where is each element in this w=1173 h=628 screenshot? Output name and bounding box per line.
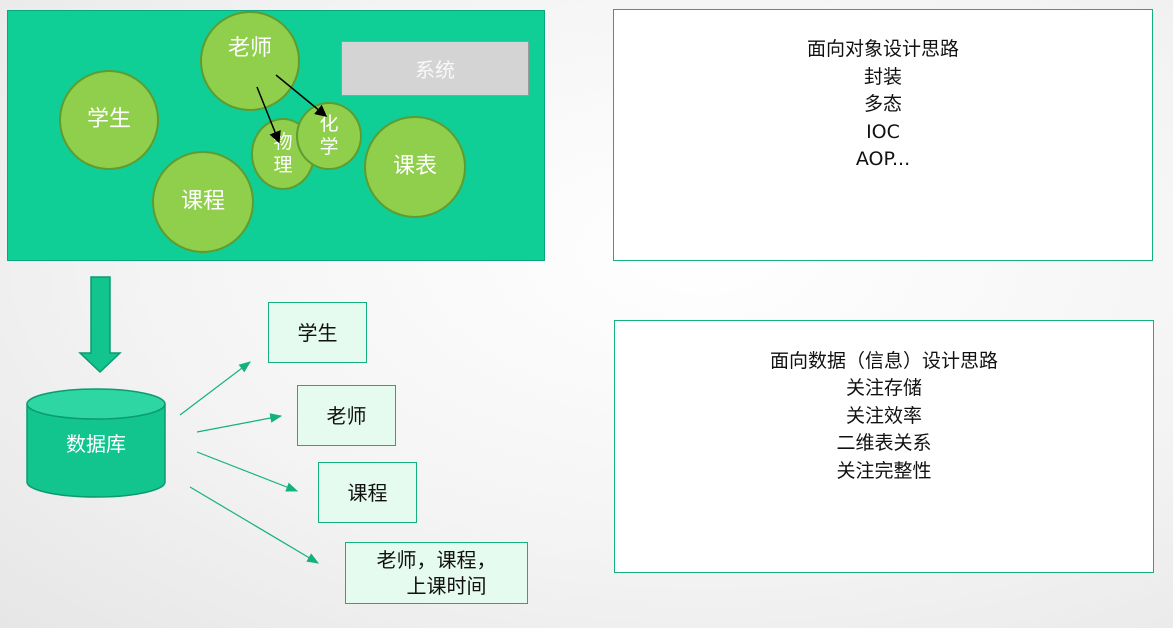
- oo-line-encapsulation: 封装: [863, 65, 902, 88]
- database-cylinder: [26, 388, 166, 498]
- data-oriented-design-box: 面向数据（信息）设计思路 关注存储 关注效率 二维表关系 关注完整性: [614, 320, 1154, 573]
- teacher-relation-arrows: [256, 74, 328, 144]
- data-line-integrity: 关注完整性: [836, 459, 932, 482]
- arrow-teacher-to-physics: [256, 86, 281, 144]
- oo-line-polymorphism: 多态: [863, 93, 902, 116]
- table-schedule-line1: 老师，课程，: [376, 548, 497, 572]
- oo-line-title: 面向对象设计思路: [806, 38, 959, 61]
- database-label: 数据库: [66, 431, 126, 456]
- bubble-teacher: 老师: [200, 11, 300, 111]
- data-line-efficiency: 关注效率: [845, 404, 922, 427]
- object-oriented-design-box: 面向对象设计思路 封装 多态 IOC AOP...: [613, 9, 1153, 261]
- bubble-course: 课程: [152, 151, 254, 253]
- table-teacher: 老师: [297, 385, 396, 446]
- bubble-chemistry: 化学: [296, 102, 362, 170]
- data-line-storage: 关注存储: [845, 377, 922, 400]
- system-entity-panel: 系统 学生 老师 课程 课表 物理 化学: [7, 10, 545, 261]
- arrow-db-to-student: [179, 361, 251, 416]
- arrow-db-to-schedule: [189, 486, 320, 564]
- system-label: 系统: [415, 58, 455, 82]
- system-box: 系统: [341, 41, 529, 96]
- oo-line-aop: AOP...: [855, 148, 911, 171]
- arrow-teacher-to-chemistry: [275, 74, 328, 117]
- arrow-db-to-teacher: [196, 413, 283, 433]
- table-schedule: 老师，课程， 上课时间: [345, 542, 528, 604]
- table-course: 课程: [318, 462, 417, 523]
- bubble-schedule: 课表: [364, 116, 466, 218]
- bubble-student: 学生: [59, 70, 159, 170]
- data-line-title: 面向数据（信息）设计思路: [769, 349, 998, 372]
- down-arrow: [78, 276, 122, 374]
- arrow-db-to-course: [196, 451, 299, 492]
- data-line-relations: 二维表关系: [836, 432, 932, 455]
- table-student: 学生: [268, 302, 367, 363]
- oo-line-ioc: IOC: [866, 120, 900, 143]
- table-schedule-line2: 上课时间: [406, 574, 487, 598]
